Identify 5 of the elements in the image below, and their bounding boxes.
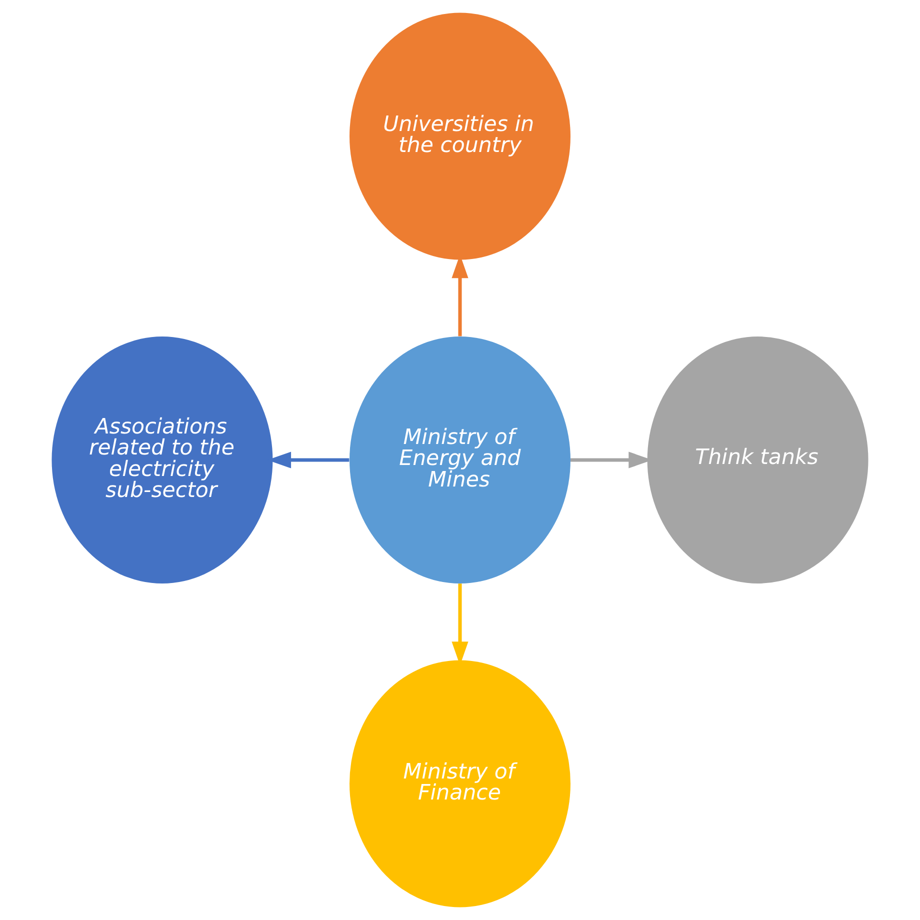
node-ellipse: Associations related to the electricity sub-sector — [52, 336, 273, 584]
node-ellipse: Ministry of Finance — [350, 660, 570, 908]
node-ellipse: Think tanks — [647, 336, 868, 584]
node-ellipse: Ministry of Energy and Mines — [350, 336, 570, 584]
node-ellipse: Universities in the country — [350, 12, 570, 260]
